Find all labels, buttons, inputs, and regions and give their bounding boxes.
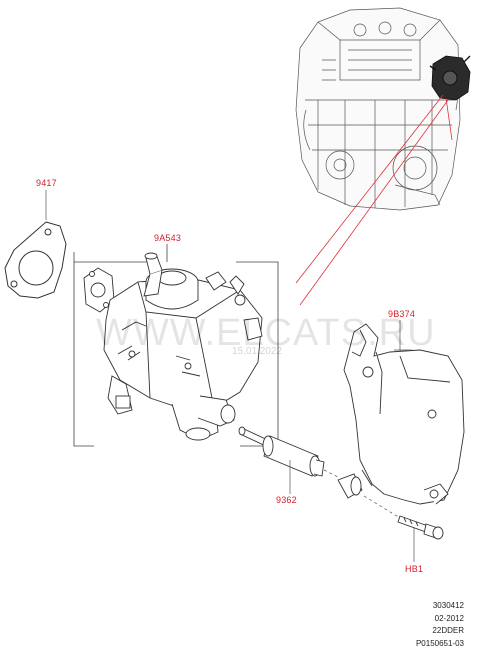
bolt-dash bbox=[363, 495, 401, 519]
drawing-reference-block: 3030412 02-2012 22DDER P0150651-03 bbox=[416, 600, 464, 650]
callout-9417: 9417 bbox=[36, 178, 57, 188]
bolt-hb1 bbox=[397, 515, 444, 540]
callout-9362: 9362 bbox=[276, 495, 297, 505]
reference-number: 3030412 bbox=[432, 601, 464, 610]
callout-9a543: 9A543 bbox=[154, 233, 182, 243]
pump-detail-frame bbox=[73, 244, 279, 447]
spacer-sleeve-9362 bbox=[238, 426, 363, 499]
support-bracket-9b374 bbox=[343, 323, 465, 505]
callout-9b374: 9B374 bbox=[388, 309, 416, 319]
leader-lines bbox=[295, 94, 453, 306]
gasket-9417 bbox=[4, 221, 67, 299]
engine-overview bbox=[295, 7, 461, 211]
reference-code: 22DDER bbox=[432, 626, 464, 635]
engine-pump-highlight bbox=[429, 55, 471, 101]
watermark: WWW.ELCATS.RU bbox=[96, 312, 436, 354]
spacer-dash bbox=[323, 469, 341, 479]
high-pressure-pump-9a543 bbox=[83, 252, 263, 441]
callout-hb1: HB1 bbox=[405, 564, 424, 574]
reference-part-id: P0150651-03 bbox=[415, 638, 464, 648]
watermark-date: 15.01.2022 bbox=[232, 346, 283, 357]
reference-date: 02-2012 bbox=[434, 613, 464, 623]
